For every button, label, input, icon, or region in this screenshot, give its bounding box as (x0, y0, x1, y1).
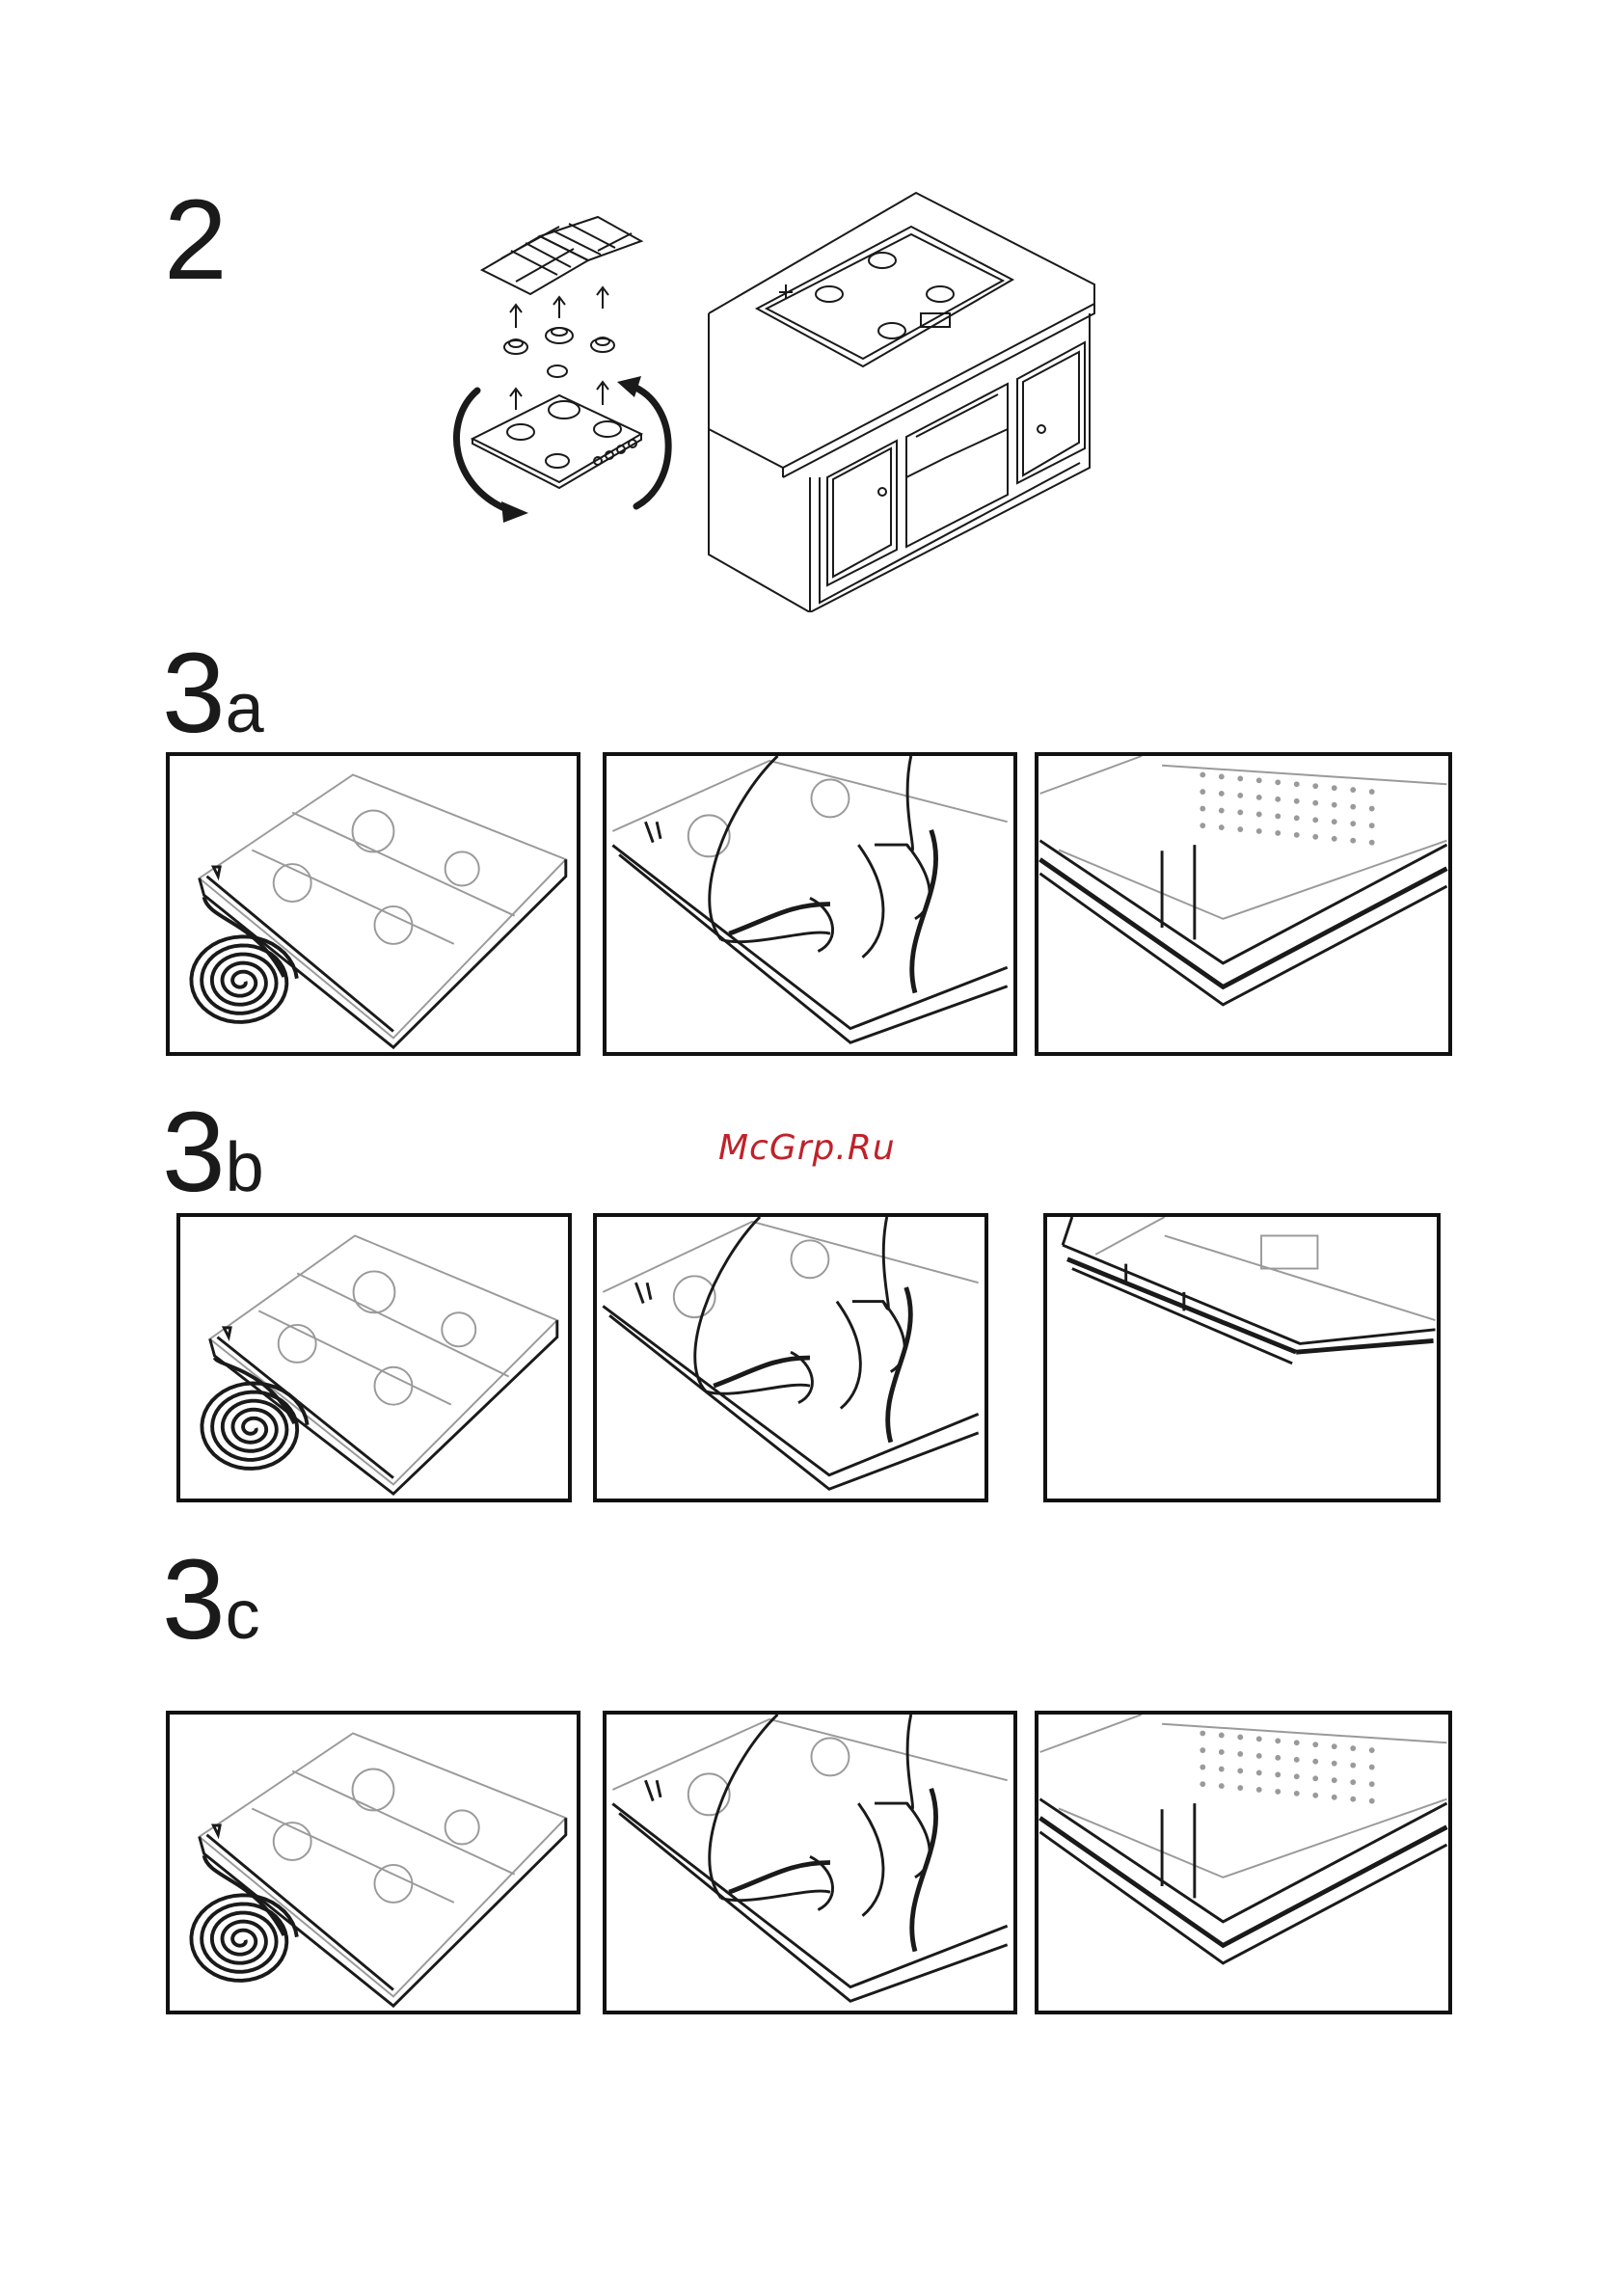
step3c-panel-1 (166, 1711, 580, 2014)
hob-disassembly-diagram (444, 212, 694, 530)
seal-apply-hand-illustration (607, 1715, 1013, 2011)
step-3a-label: 3a (162, 636, 264, 750)
step3a-panel-2 (603, 752, 1017, 1056)
step-suffix: b (226, 1129, 264, 1206)
step3b-panel-1 (176, 1213, 572, 1502)
seal-roll-illustration (170, 756, 577, 1052)
seal-roll-illustration (180, 1217, 568, 1499)
step-number: 3 (162, 1089, 226, 1216)
step3a-panel-3 (1035, 752, 1452, 1056)
seal-roll-illustration (170, 1715, 577, 2011)
seal-apply-hand-illustration (597, 1217, 984, 1499)
step-3b-label: 3b (162, 1095, 264, 1209)
step-number: 3 (162, 1536, 226, 1663)
hob-installed-in-cabinet-diagram (704, 188, 1109, 612)
seal-applied-closeup-illustration (1038, 1715, 1448, 2011)
seal-applied-closeup-illustration (1047, 1217, 1437, 1499)
step-suffix: a (226, 670, 264, 747)
seal-applied-closeup-illustration (1038, 756, 1448, 1052)
step3b-panel-2 (593, 1213, 988, 1502)
watermark-text: McGrp.Ru (718, 1128, 896, 1168)
step3a-panel-1 (166, 752, 580, 1056)
step-suffix: c (226, 1577, 260, 1654)
step-number: 3 (162, 630, 226, 757)
step-number: 2 (164, 176, 228, 304)
step-2-label: 2 (164, 183, 228, 297)
step3b-panel-3 (1043, 1213, 1441, 1502)
step3c-panel-2 (603, 1711, 1017, 2014)
step-3c-label: 3c (162, 1543, 260, 1657)
step3c-panel-3 (1035, 1711, 1452, 2014)
seal-apply-hand-illustration (607, 756, 1013, 1052)
